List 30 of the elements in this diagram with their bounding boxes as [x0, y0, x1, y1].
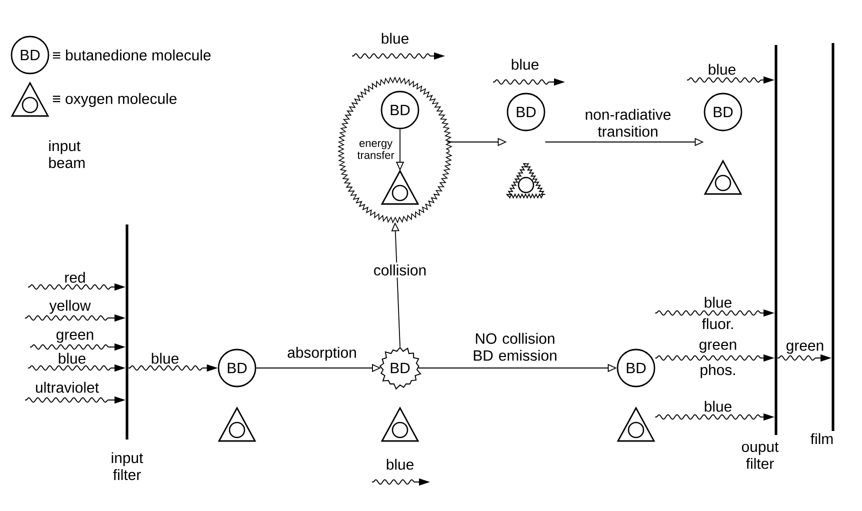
edge-label: absorption — [288, 346, 356, 361]
edge-label: blue — [58, 352, 86, 364]
edge-label: green — [786, 342, 824, 354]
underlined-caption: input filter — [112, 452, 144, 480]
label-text: blue — [382, 32, 408, 44]
edge-label: green — [56, 332, 94, 343]
label-text: input beam — [49, 140, 85, 168]
edge-label: NO collision BD emission — [474, 332, 556, 361]
label-text: blue — [386, 458, 414, 470]
label-text: phos. — [700, 364, 735, 378]
edge-label: collision — [371, 262, 429, 278]
label-text: ≡ butanedione molecule — [52, 50, 211, 60]
edge-label: blue — [152, 352, 178, 364]
edge-label: blue — [704, 296, 732, 308]
underlined-caption: ouput filter — [742, 442, 779, 469]
underlined-caption: film — [810, 433, 833, 444]
label-text: ≡ oxygen molecule — [52, 93, 177, 107]
edge-label: red — [65, 272, 85, 283]
edge-label: green — [700, 342, 736, 353]
label-text: fluor. — [702, 318, 733, 330]
edge-label: blue — [704, 400, 732, 412]
label-text: blue — [512, 58, 538, 70]
collision-cloud — [338, 76, 452, 224]
excited-oxygen-triangle — [506, 163, 546, 199]
edge-label: energy transfer — [357, 141, 394, 159]
edge-label: yellow — [49, 300, 91, 314]
edge-label: non-radiative transition — [586, 108, 671, 137]
edge-label: ultraviolet — [36, 382, 99, 393]
excited-molecule: BD — [379, 346, 422, 390]
edge-label: blue — [708, 64, 736, 75]
